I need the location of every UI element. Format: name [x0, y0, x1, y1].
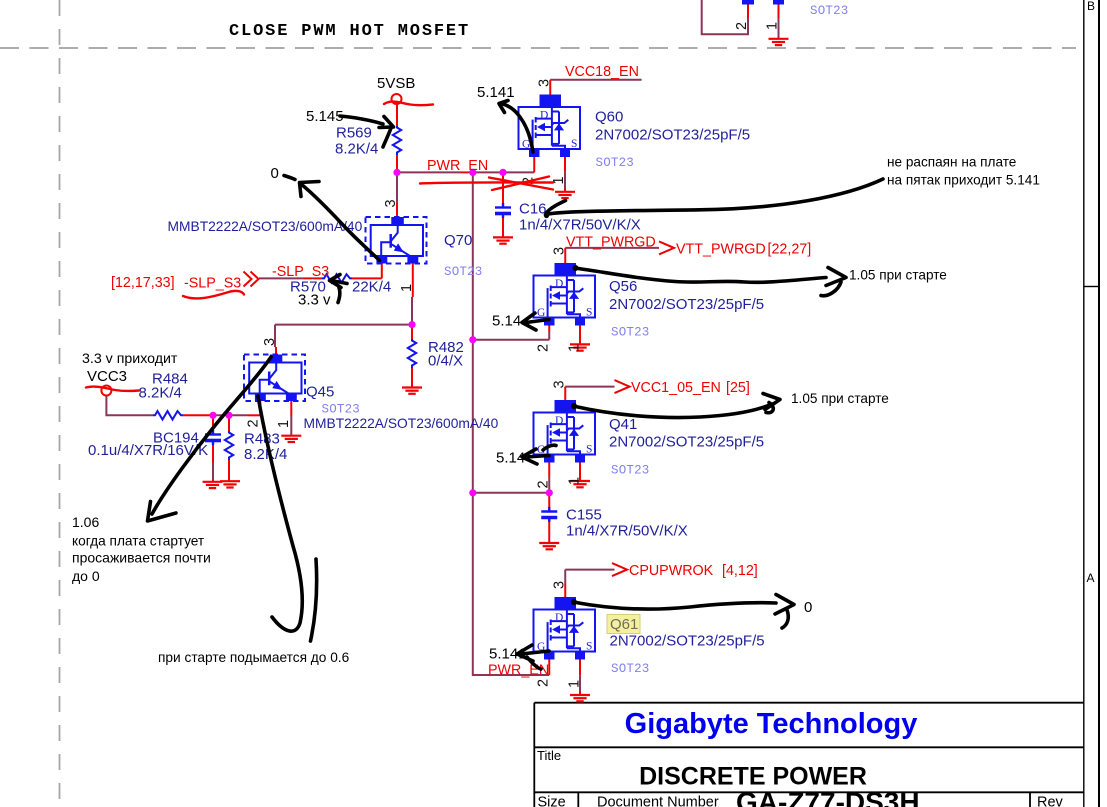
svg-text:SOT23: SOT23 — [322, 403, 361, 417]
svg-text:1: 1 — [276, 420, 292, 428]
svg-text:2: 2 — [734, 22, 750, 30]
svg-text:Document Number: Document Number — [597, 795, 719, 807]
svg-text:8.2K/4: 8.2K/4 — [244, 446, 287, 463]
svg-text:DISCRETE POWER: DISCRETE POWER — [639, 763, 867, 791]
svg-text:3: 3 — [262, 338, 278, 346]
svg-text:3: 3 — [551, 380, 567, 388]
svg-text:1.06: 1.06 — [72, 514, 99, 530]
svg-text:R569: R569 — [336, 125, 372, 142]
svg-text:VTT_PWRGD: VTT_PWRGD — [676, 242, 766, 258]
svg-text:C155: C155 — [566, 507, 602, 524]
svg-text:SOT23: SOT23 — [810, 4, 849, 18]
svg-text:1n/4/X7R/50V/K/X: 1n/4/X7R/50V/K/X — [566, 523, 688, 540]
svg-text:SOT23: SOT23 — [611, 464, 650, 478]
svg-text:Q56: Q56 — [609, 278, 637, 295]
svg-text:R570: R570 — [290, 279, 326, 296]
svg-text:22K/4: 22K/4 — [352, 279, 391, 296]
svg-text:SOT23: SOT23 — [611, 326, 650, 340]
svg-text:SOT23: SOT23 — [444, 265, 483, 279]
svg-text:GA-Z77-DS3H: GA-Z77-DS3H — [736, 787, 920, 807]
svg-text:1n/4/X7R/50V/K/X: 1n/4/X7R/50V/K/X — [519, 217, 641, 234]
svg-text:1: 1 — [567, 344, 583, 352]
svg-text:2N7002/SOT23/25pF/5: 2N7002/SOT23/25pF/5 — [610, 633, 765, 650]
svg-text:R483: R483 — [244, 431, 280, 448]
svg-text:0/4/X: 0/4/X — [428, 353, 463, 370]
svg-text:[12,17,33]: [12,17,33] — [111, 275, 175, 291]
svg-text:BC194: BC194 — [153, 430, 199, 447]
svg-text:Gigabyte Technology: Gigabyte Technology — [625, 708, 918, 740]
svg-text:SOT23: SOT23 — [611, 662, 650, 676]
svg-text:2: 2 — [535, 344, 551, 352]
svg-text:1: 1 — [567, 680, 583, 688]
svg-text:5.14: 5.14 — [492, 313, 521, 330]
svg-text:1: 1 — [551, 176, 567, 184]
svg-text:5.14: 5.14 — [496, 450, 525, 467]
svg-text:8.2K/4: 8.2K/4 — [139, 385, 182, 402]
svg-text:3: 3 — [551, 581, 567, 589]
svg-text:[22,27]: [22,27] — [768, 242, 812, 258]
svg-text:5.141: 5.141 — [489, 646, 527, 663]
svg-text:3.3 v: 3.3 v — [298, 292, 331, 309]
svg-text:просаживается почти: просаживается почти — [72, 550, 211, 566]
svg-text:R484: R484 — [152, 371, 188, 388]
svg-text:Q70: Q70 — [444, 232, 472, 249]
svg-text:3.3 v приходит: 3.3 v приходит — [82, 351, 178, 367]
svg-text:VCC1_05_EN: VCC1_05_EN — [631, 380, 721, 396]
svg-text:VTT_PWRGD: VTT_PWRGD — [566, 235, 656, 251]
svg-text:3: 3 — [383, 199, 399, 207]
svg-text:0: 0 — [271, 165, 279, 182]
svg-text:VCC3: VCC3 — [87, 368, 127, 385]
svg-text:5VSB: 5VSB — [377, 75, 415, 92]
svg-text:CLOSE PWM HOT MOSFET: CLOSE PWM HOT MOSFET — [229, 22, 470, 41]
svg-text:Q41: Q41 — [609, 416, 637, 433]
svg-text:1.05 при старте: 1.05 при старте — [849, 268, 947, 283]
svg-text:Size: Size — [538, 795, 566, 807]
svg-text:1: 1 — [399, 284, 415, 292]
svg-text:Title: Title — [537, 748, 561, 763]
svg-text:Q45: Q45 — [306, 384, 334, 401]
svg-text:2: 2 — [535, 480, 551, 488]
svg-text:VCC18_EN: VCC18_EN — [565, 64, 639, 80]
svg-text:0: 0 — [804, 599, 812, 616]
svg-text:2N7002/SOT23/25pF/5: 2N7002/SOT23/25pF/5 — [595, 127, 750, 144]
svg-text:5.141: 5.141 — [477, 84, 515, 101]
svg-text:при старте подымается до 0.6: при старте подымается до 0.6 — [158, 650, 350, 665]
svg-text:C16: C16 — [519, 201, 547, 218]
svg-text:2N7002/SOT23/25pF/5: 2N7002/SOT23/25pF/5 — [609, 434, 764, 451]
svg-text:не распаян на плате: не распаян на плате — [887, 155, 1016, 170]
svg-text:-SLP_S3: -SLP_S3 — [184, 276, 241, 292]
svg-text:R482: R482 — [428, 339, 464, 356]
svg-text:Rev: Rev — [1037, 795, 1064, 807]
svg-text:-SLP_S3: -SLP_S3 — [272, 264, 329, 280]
svg-text:3: 3 — [551, 247, 567, 255]
svg-text:[25]: [25] — [726, 380, 750, 396]
svg-text:Q60: Q60 — [595, 109, 623, 126]
svg-text:A: A — [1087, 571, 1095, 585]
svg-text:2N7002/SOT23/25pF/5: 2N7002/SOT23/25pF/5 — [609, 296, 764, 313]
svg-text:3: 3 — [536, 79, 552, 87]
svg-text:до 0: до 0 — [72, 568, 100, 584]
svg-text:1.05 при старте: 1.05 при старте — [791, 391, 889, 406]
svg-text:когда плата стартует: когда плата стартует — [72, 534, 205, 549]
svg-text:1: 1 — [567, 477, 583, 485]
svg-text:[4,12]: [4,12] — [722, 563, 758, 579]
svg-text:5.145: 5.145 — [306, 108, 344, 125]
svg-text:CPUPWROK: CPUPWROK — [629, 563, 714, 579]
svg-text:B: B — [1087, 0, 1095, 13]
svg-text:Q61: Q61 — [610, 616, 638, 633]
svg-text:1: 1 — [765, 22, 781, 30]
svg-text:2: 2 — [246, 419, 262, 427]
svg-text:MMBT2222A/SOT23/600mA/40: MMBT2222A/SOT23/600mA/40 — [168, 219, 363, 234]
svg-text:на пятак приходит 5.141: на пятак приходит 5.141 — [887, 173, 1040, 188]
svg-text:SOT23: SOT23 — [596, 156, 635, 170]
svg-text:8.2K/4: 8.2K/4 — [335, 141, 378, 158]
svg-text:MMBT2222A/SOT23/600mA/40: MMBT2222A/SOT23/600mA/40 — [304, 416, 499, 431]
svg-text:0.1u/4/X7R/16V/K: 0.1u/4/X7R/16V/K — [88, 442, 208, 459]
svg-text:PWR_EN: PWR_EN — [427, 158, 488, 174]
svg-text:2: 2 — [535, 679, 551, 687]
